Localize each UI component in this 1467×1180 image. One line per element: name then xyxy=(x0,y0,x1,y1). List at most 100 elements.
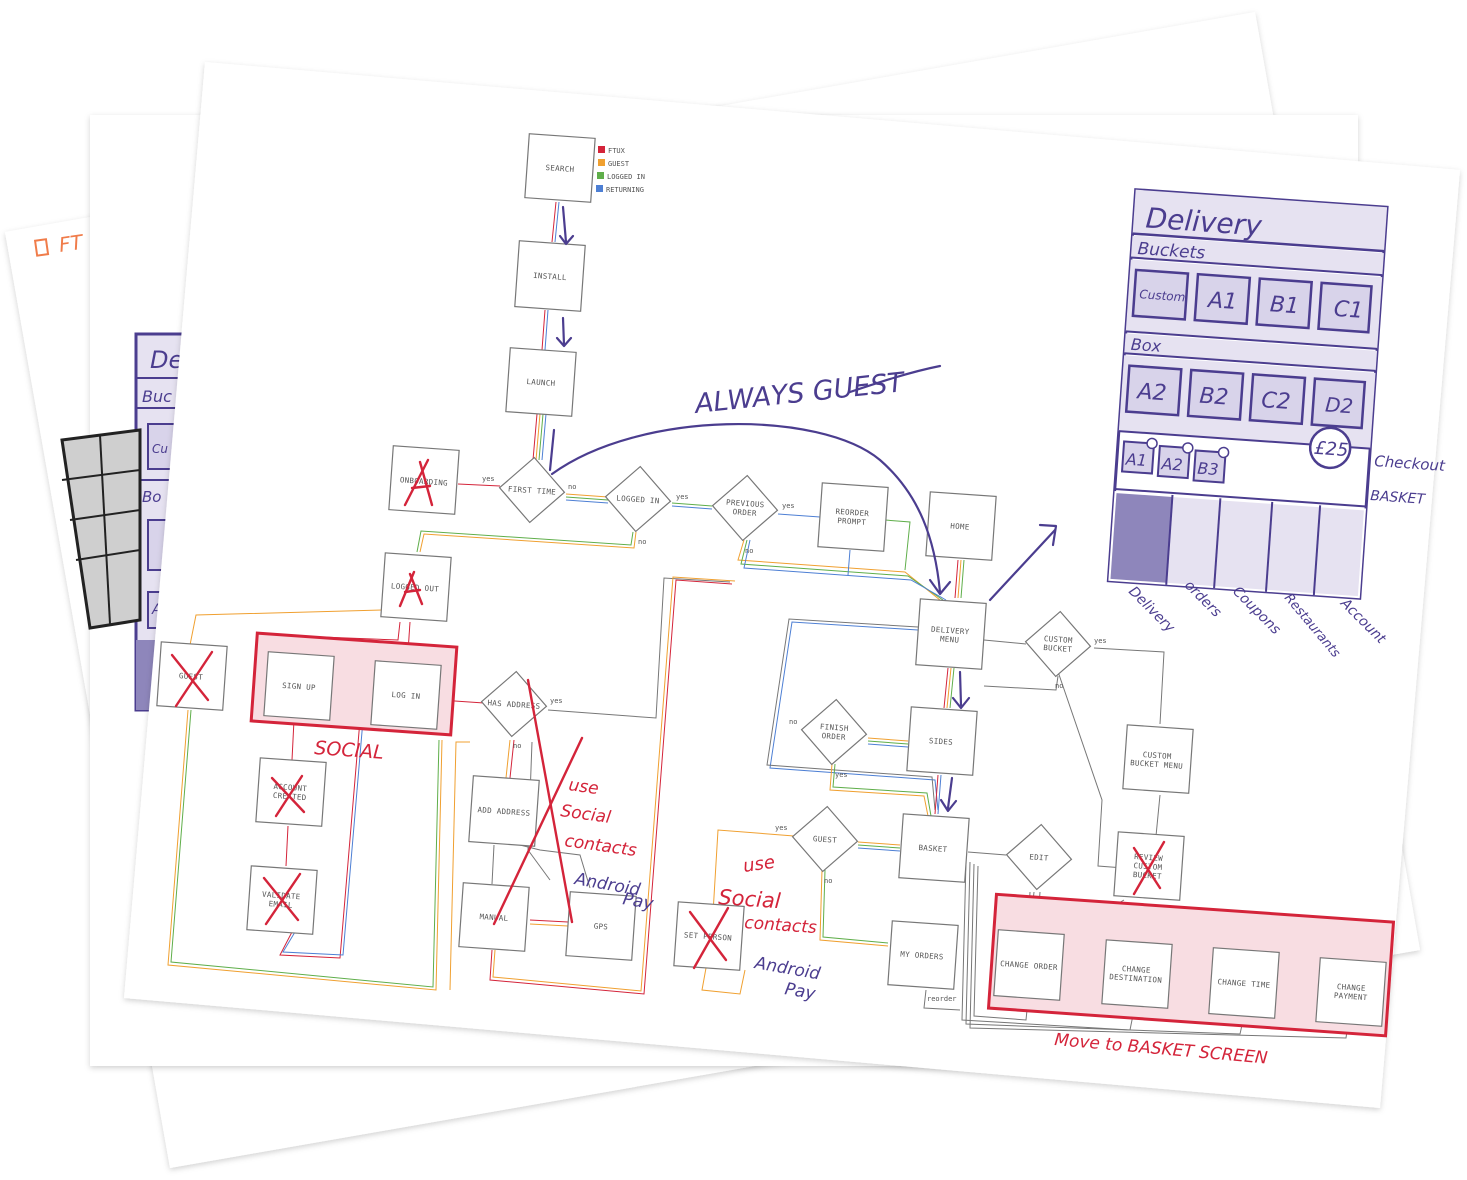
node-install[interactable]: INSTALL xyxy=(514,240,586,312)
strike-has-address-icon xyxy=(492,678,584,926)
mockup-basket-label: BASKET xyxy=(1370,488,1427,508)
svg-text:CUSTOM: CUSTOM xyxy=(1044,634,1074,645)
strike-validate-email-icon xyxy=(262,872,302,926)
svg-text:De: De xyxy=(150,346,183,374)
node-home[interactable]: HOME xyxy=(925,491,997,561)
node-search[interactable]: SEARCH xyxy=(524,133,596,203)
svg-text:SIDES: SIDES xyxy=(929,736,954,747)
node-change-payment[interactable]: CHANGE PAYMENT xyxy=(1315,957,1387,1027)
mockup-basket-a1: A1 xyxy=(1124,450,1147,470)
node-finish-order[interactable]: FINISH ORDER xyxy=(799,697,868,766)
node-gps[interactable]: GPS xyxy=(565,891,637,961)
strike-onboarding-icon xyxy=(403,458,434,507)
back-title-fragment: FT xyxy=(57,230,86,257)
node-guest-left[interactable]: GUEST xyxy=(156,641,228,711)
node-add-address[interactable]: ADD ADDRESS xyxy=(468,775,540,847)
node-custom-bucket-menu[interactable]: CUSTOM BUCKET MENU xyxy=(1122,724,1194,794)
mockup-title: Delivery xyxy=(1145,201,1264,242)
svg-text:EMAIL: EMAIL xyxy=(268,899,293,910)
annotation-social-2: Social xyxy=(718,885,782,913)
svg-text:LAUNCH: LAUNCH xyxy=(526,377,556,388)
legend: FTUX GUEST LOGGED IN RETURNING xyxy=(596,146,645,194)
svg-text:yes: yes xyxy=(550,697,563,705)
node-my-orders[interactable]: MY ORDERS xyxy=(887,920,959,990)
mockup-section-buckets: Buckets xyxy=(1137,239,1206,264)
back-grid-fragment xyxy=(60,428,142,630)
node-custom-bucket[interactable]: CUSTOM BUCKET xyxy=(1023,609,1092,678)
svg-text:no: no xyxy=(568,483,576,491)
basket-screen-highlight-zone xyxy=(986,892,1396,1038)
mockup-basket-a2: A2 xyxy=(1160,454,1183,474)
svg-text:reorder: reorder xyxy=(927,995,957,1003)
mockup-price: £25 xyxy=(1313,438,1349,461)
node-delivery-menu[interactable]: DELIVERY MENU xyxy=(915,598,987,670)
node-change-order[interactable]: CHANGE ORDER xyxy=(993,929,1065,1001)
node-previous-order[interactable]: PREVIOUS ORDER xyxy=(710,473,779,542)
legend-guest: GUEST xyxy=(608,160,630,168)
svg-text:ORDER: ORDER xyxy=(821,731,846,742)
node-basket[interactable]: BASKET xyxy=(898,813,970,883)
annotation-use-1: use xyxy=(567,775,600,799)
svg-text:ORDER: ORDER xyxy=(732,507,757,518)
svg-text:HOME: HOME xyxy=(950,521,970,531)
node-launch[interactable]: LAUNCH xyxy=(505,347,577,417)
svg-text:yes: yes xyxy=(1094,637,1107,645)
back-checkbox-icon xyxy=(33,238,50,257)
svg-text:BASKET: BASKET xyxy=(918,843,948,854)
svg-text:no: no xyxy=(745,547,753,555)
legend-ftux: FTUX xyxy=(608,147,626,155)
mockup-box-b2: B2 xyxy=(1199,384,1230,411)
svg-text:PREVIOUS: PREVIOUS xyxy=(726,498,765,510)
svg-text:ONBOARDING: ONBOARDING xyxy=(400,475,449,487)
svg-text:LOGGED IN: LOGGED IN xyxy=(616,493,660,505)
svg-text:GUEST: GUEST xyxy=(813,834,838,845)
svg-text:no: no xyxy=(513,742,521,750)
node-first-time[interactable]: FIRST TIME xyxy=(497,455,566,524)
node-change-destination[interactable]: CHANGE DESTINATION xyxy=(1101,939,1173,1009)
mockup-section-box: Box xyxy=(1130,335,1162,356)
svg-text:ACCOUNT: ACCOUNT xyxy=(273,782,307,793)
svg-text:A: A xyxy=(151,602,162,618)
strike-account-created-icon xyxy=(270,774,306,818)
svg-text:yes: yes xyxy=(775,824,788,832)
svg-text:MENU: MENU xyxy=(940,634,960,644)
svg-text:DESTINATION: DESTINATION xyxy=(1109,972,1162,985)
mockup-box-tiles: A2 B2 C2 D2 xyxy=(1124,364,1367,430)
svg-text:ADD ADDRESS: ADD ADDRESS xyxy=(477,805,531,818)
node-manual[interactable]: MANUAL xyxy=(458,882,530,952)
mockup-bucket-tiles: Custom A1 B1 C1 xyxy=(1131,268,1373,334)
mockup-bucket-b1: B1 xyxy=(1269,292,1300,319)
node-log-in[interactable]: LOG IN xyxy=(370,660,442,730)
delivery-screen-mockup: Delivery Buckets Custom A1 B1 C1 Box A2 … xyxy=(1106,188,1389,600)
svg-text:Bo: Bo xyxy=(142,488,161,506)
svg-text:yes: yes xyxy=(482,475,495,483)
node-sides[interactable]: SIDES xyxy=(906,706,978,776)
legend-returning: RETURNING xyxy=(606,186,644,194)
mockup-bucket-c1: C1 xyxy=(1333,297,1364,324)
node-logged-in[interactable]: LOGGED IN xyxy=(603,464,672,533)
annotation-social: SOCIAL xyxy=(314,737,385,764)
svg-text:SIGN UP: SIGN UP xyxy=(282,681,316,692)
svg-text:BUCKET: BUCKET xyxy=(1133,870,1163,881)
svg-text:GUEST: GUEST xyxy=(179,671,204,682)
svg-text:VALIDATE: VALIDATE xyxy=(262,890,301,902)
svg-text:DELIVERY: DELIVERY xyxy=(931,625,970,637)
strike-review-custom-bucket-icon xyxy=(1132,840,1166,896)
svg-text:Buc: Buc xyxy=(142,387,172,406)
svg-text:LOG IN: LOG IN xyxy=(391,690,420,701)
annotation-use-2: use xyxy=(742,852,776,877)
node-sign-up[interactable]: SIGN UP xyxy=(263,651,335,721)
svg-text:CHANGE: CHANGE xyxy=(1122,964,1152,975)
node-change-time[interactable]: CHANGE TIME xyxy=(1208,947,1280,1019)
svg-text:CUSTOM: CUSTOM xyxy=(1133,861,1163,872)
svg-text:REORDER: REORDER xyxy=(835,507,869,518)
svg-text:CHANGE TIME: CHANGE TIME xyxy=(1217,977,1271,990)
mockup-basket-items: A1 A2 B3 xyxy=(1120,437,1230,484)
svg-text:BUCKET: BUCKET xyxy=(1043,643,1073,654)
node-guest-mid[interactable]: GUEST xyxy=(790,804,859,873)
node-edit[interactable]: EDIT xyxy=(1004,822,1073,891)
node-reorder-prompt[interactable]: REORDER PROMPT xyxy=(817,482,889,552)
mockup-tab-bar xyxy=(1108,490,1367,599)
edge-labels: yes no yes no yes no yes no yes no no ye… xyxy=(482,475,1107,1003)
svg-text:no: no xyxy=(638,538,646,546)
